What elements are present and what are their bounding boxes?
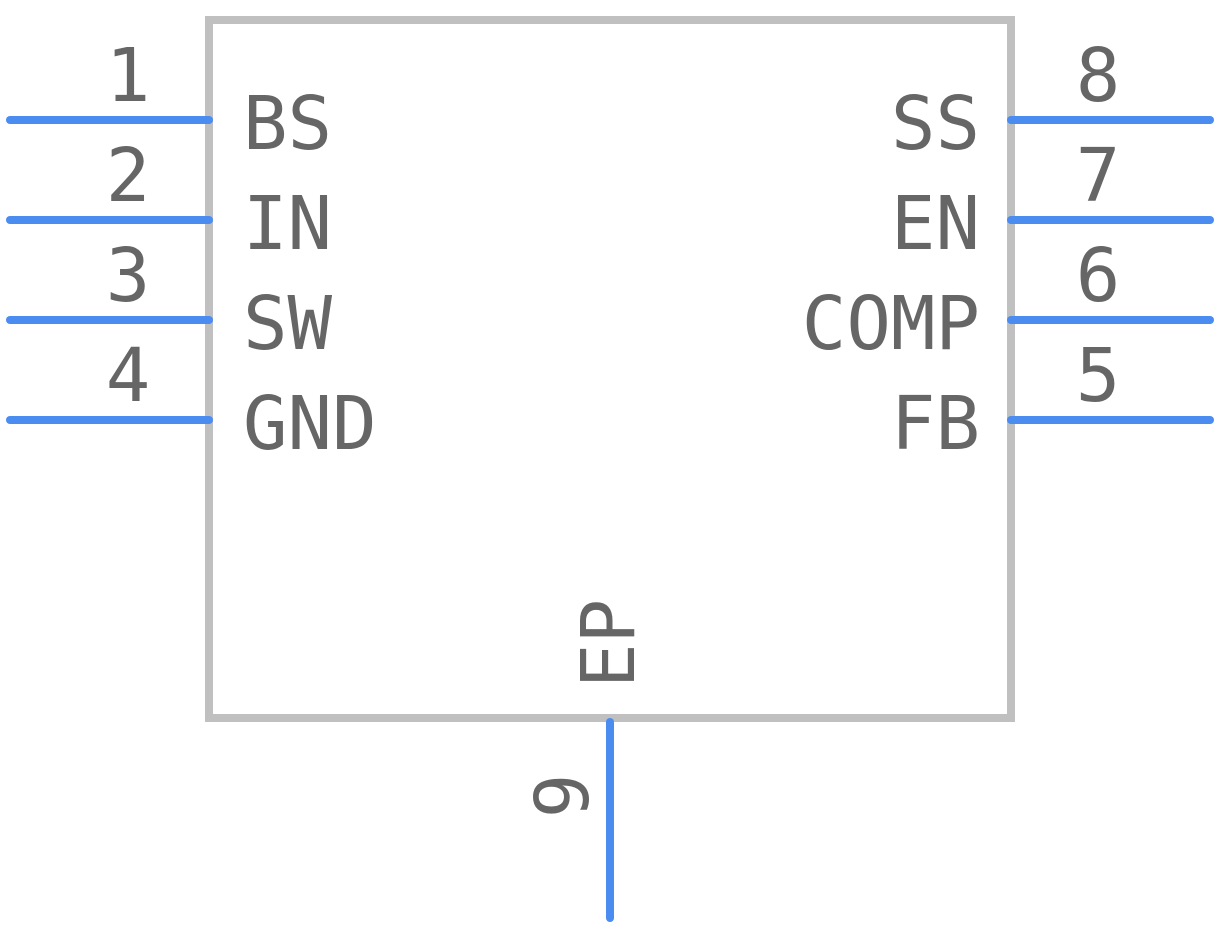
pin-2-name: IN [243, 181, 332, 267]
pin-8-name: SS [891, 81, 980, 167]
pin-3-number: 3 [106, 233, 151, 319]
pin-7-number: 7 [1076, 133, 1121, 219]
pin-3-name: SW [243, 281, 333, 367]
pin-9-number: 9 [520, 774, 606, 819]
pin-4-number: 4 [106, 333, 151, 419]
pin-5-number: 5 [1076, 333, 1121, 419]
pin-2-number: 2 [106, 133, 151, 219]
pin-7-name: EN [891, 181, 980, 267]
pin-1-number: 1 [106, 33, 151, 119]
pin-5-name: FB [891, 381, 980, 467]
pin-6-number: 6 [1076, 233, 1121, 319]
pin-6-name: COMP [802, 281, 980, 367]
pin-4-name: GND [243, 381, 377, 467]
pin-1-name: BS [243, 81, 332, 167]
pin-9-name: EP [566, 599, 652, 688]
pin-8-number: 8 [1076, 33, 1121, 119]
